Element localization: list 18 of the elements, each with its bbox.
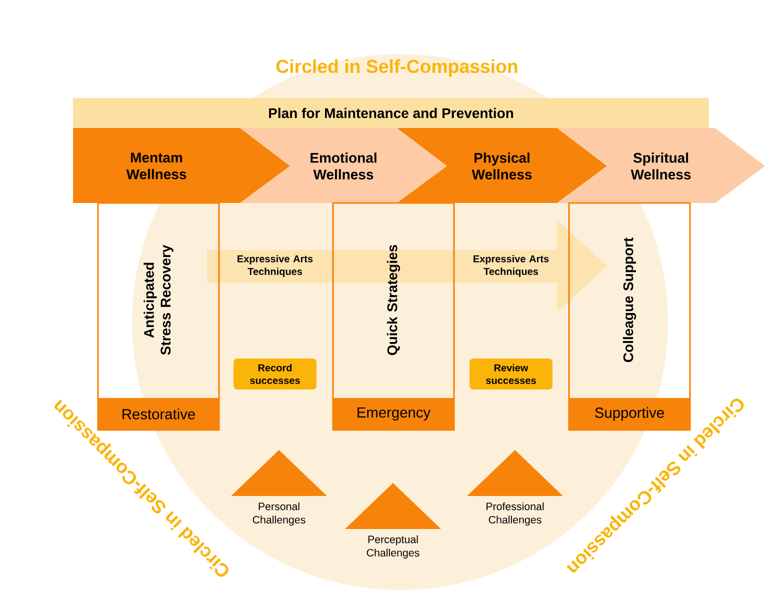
stage-banner: Physical Wellness (397, 128, 607, 203)
plan-band: Plan for Maintenance and Prevention (73, 98, 709, 128)
triangle-caption: Professional Challenges (486, 502, 544, 526)
column-text: Colleague Support (622, 238, 636, 362)
arrow-text: Expressive Arts Techniques (474, 255, 549, 277)
column-text: Quick Strategies (386, 244, 400, 356)
column-footer: Supportive (569, 398, 690, 430)
stage-banner: Mentam Wellness (73, 128, 290, 203)
column-text: Anticipated Stress Recovery (144, 244, 174, 355)
triangle-caption: Perceptual Challenges (366, 535, 420, 559)
success-tag: Review successes (470, 358, 552, 390)
triangle-caption: Personal Challenges (252, 502, 306, 526)
success-tag: Record successes (234, 358, 316, 390)
circle-title: Circled in Self-Compassion (276, 59, 518, 77)
stage-banner: Spiritual Wellness (557, 128, 765, 203)
arrow-text: Expressive Arts Techniques (238, 255, 313, 277)
stage-banner: Emotional Wellness (240, 128, 447, 203)
column-footer: Emergency (333, 398, 454, 430)
